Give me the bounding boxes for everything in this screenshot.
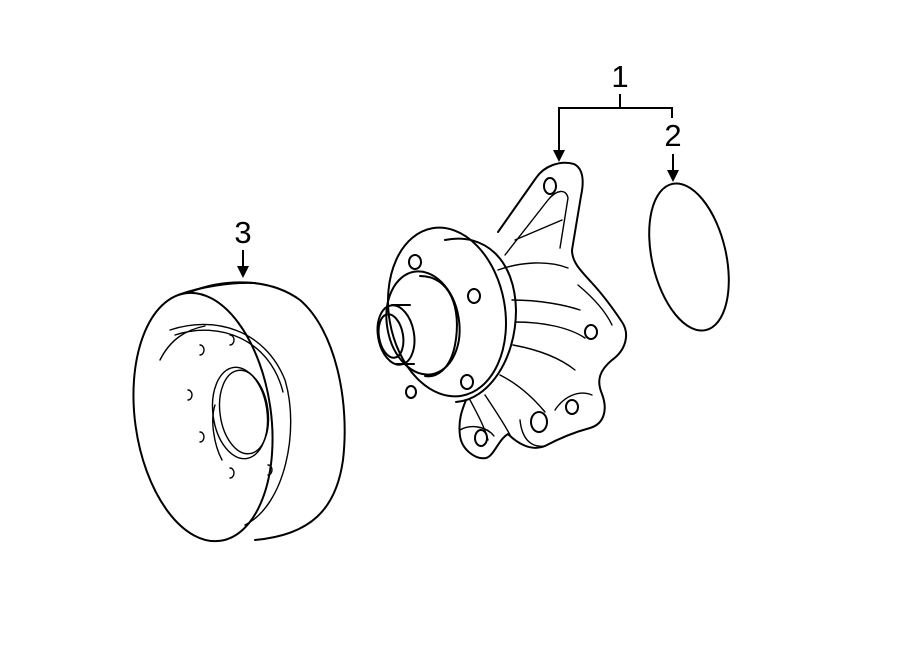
callout-1-leader xyxy=(558,94,673,150)
callout-3-label: 3 xyxy=(234,215,251,250)
water-pump xyxy=(376,161,628,460)
gasket-ring xyxy=(648,182,730,332)
callout-2: 2 xyxy=(664,118,682,182)
callout-3: 3 xyxy=(234,215,252,278)
callout-1: 1 xyxy=(553,59,673,162)
pulley xyxy=(132,281,346,543)
callout-2-arrowhead xyxy=(667,170,679,182)
callout-3-arrowhead xyxy=(237,266,249,278)
callout-1-arrowhead xyxy=(553,150,565,162)
callout-2-label: 2 xyxy=(664,118,681,153)
callout-1-label: 1 xyxy=(611,59,628,94)
